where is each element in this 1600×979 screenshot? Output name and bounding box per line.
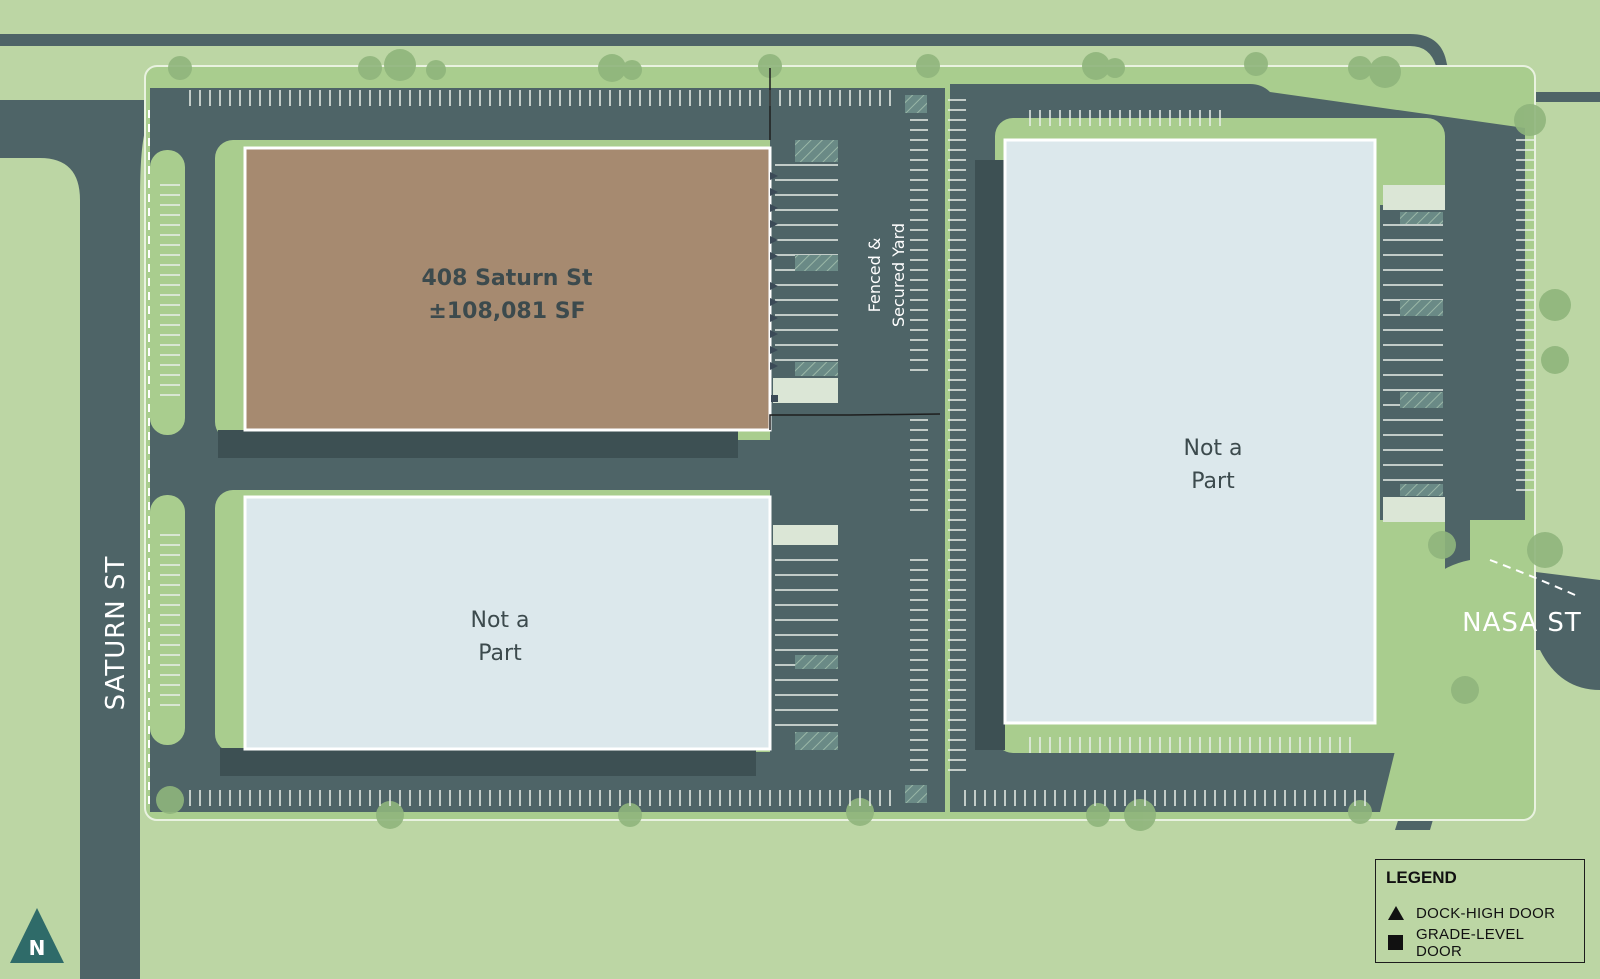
subject-building-area: ±108,081 SF (428, 299, 585, 324)
yard-label-line2: Secured Yard (889, 223, 908, 327)
grade-level-door-icon (1386, 934, 1406, 952)
south-building-label-line2: Part (478, 641, 522, 666)
north-road (0, 34, 1600, 102)
legend-title: LEGEND (1386, 868, 1457, 887)
south-building (243, 495, 772, 751)
legend-item-label: GRADE-LEVEL DOOR (1415, 926, 1524, 960)
north-arrow-icon (10, 908, 64, 963)
legend-item: GRADE-LEVEL DOOR (1386, 926, 1574, 960)
planter-west-upper (150, 150, 185, 435)
property-line (1489, 559, 1576, 596)
grade-level-door (771, 395, 778, 402)
dock-high-door-icon (1386, 904, 1406, 922)
east-building (1003, 138, 1377, 725)
parking-stalls (160, 90, 1534, 806)
east-building-label-line2: Part (1191, 469, 1235, 494)
legend: LEGEND DOCK-HIGH DOOR GRADE-LEVEL DOOR (1375, 859, 1585, 963)
east-building-label-line1: Not a (1183, 436, 1242, 461)
concrete-pads (773, 185, 1445, 545)
yard-label-line1: Fenced & (865, 238, 884, 313)
legend-item: DOCK-HIGH DOOR (1386, 898, 1574, 928)
east-truck-court (1380, 205, 1445, 520)
building-shadow (975, 160, 1005, 750)
building-shadow (220, 748, 756, 776)
nasa-st-label: NASA ST (1462, 608, 1582, 638)
south-building-label-line1: Not a (470, 608, 529, 633)
subject-building (243, 146, 772, 432)
saturn-st-road (0, 100, 150, 979)
north-arrow-label: N (29, 936, 46, 960)
building-shadow (218, 430, 738, 458)
subject-building-name: 408 Saturn St (422, 266, 593, 291)
fence-line (769, 68, 941, 430)
legend-item-label: DOCK-HIGH DOOR (1416, 904, 1556, 922)
saturn-st-label: SATURN ST (101, 556, 131, 711)
planter-west-lower (150, 495, 185, 745)
hatched-zones (795, 95, 1443, 803)
trees (156, 49, 1571, 831)
dock-high-doors (770, 172, 778, 370)
